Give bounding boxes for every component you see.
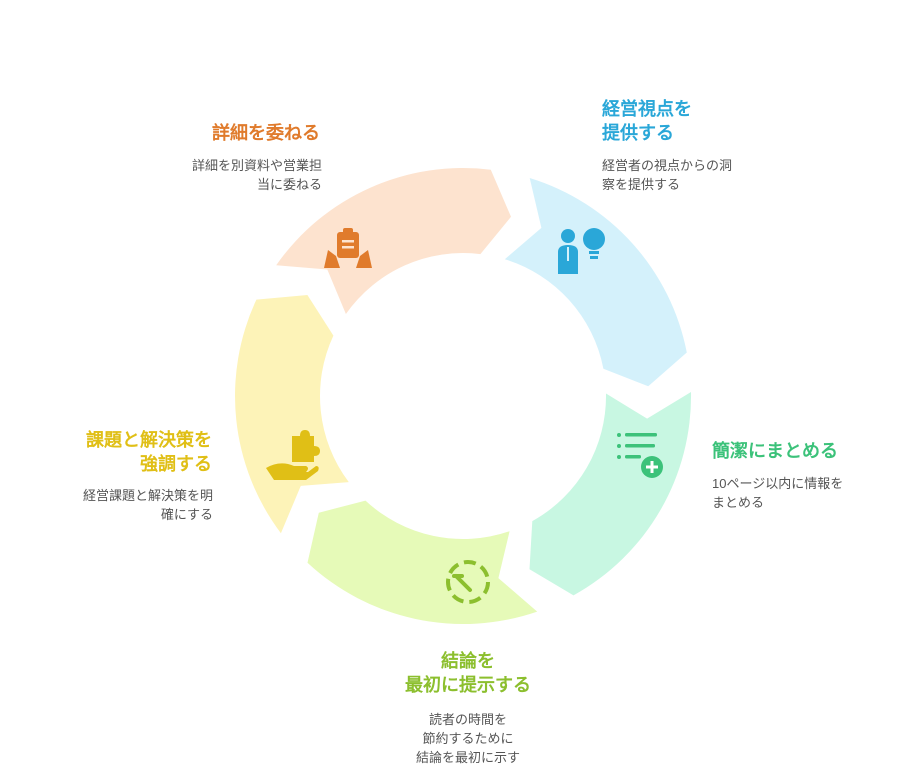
hands-document-icon xyxy=(324,228,372,268)
segment-concise xyxy=(529,392,692,596)
title-detail: 詳細を委ねる xyxy=(212,123,320,143)
description-conclusion: 読者の時間を 節約するために 結論を最初に示す xyxy=(415,712,520,765)
description-detail: 詳細を別資料や営業担 当に委ねる xyxy=(191,158,322,192)
title-management: 経営視点を 提供する xyxy=(602,99,692,143)
segments-layer xyxy=(235,167,692,624)
list-add-icon xyxy=(617,433,663,478)
title-conclusion: 結論を 最初に提示する xyxy=(405,651,531,695)
segment-conclusion xyxy=(307,500,538,624)
segment-management xyxy=(504,178,687,387)
puzzle-hand-icon xyxy=(266,430,320,480)
person-lightbulb-icon xyxy=(558,228,605,274)
title-issues: 課題と解決策を 強調する xyxy=(86,430,212,474)
segment-detail xyxy=(276,167,511,314)
title-concise: 簡潔にまとめる xyxy=(712,441,838,461)
segment-issues xyxy=(235,295,349,534)
clock-dashed-icon xyxy=(446,560,490,604)
description-issues: 経営課題と解決策を明 確にする xyxy=(82,488,213,522)
description-concise: 10ページ以内に情報を まとめる xyxy=(712,476,844,510)
description-management: 経営者の視点からの洞 察を提供する xyxy=(602,158,733,192)
